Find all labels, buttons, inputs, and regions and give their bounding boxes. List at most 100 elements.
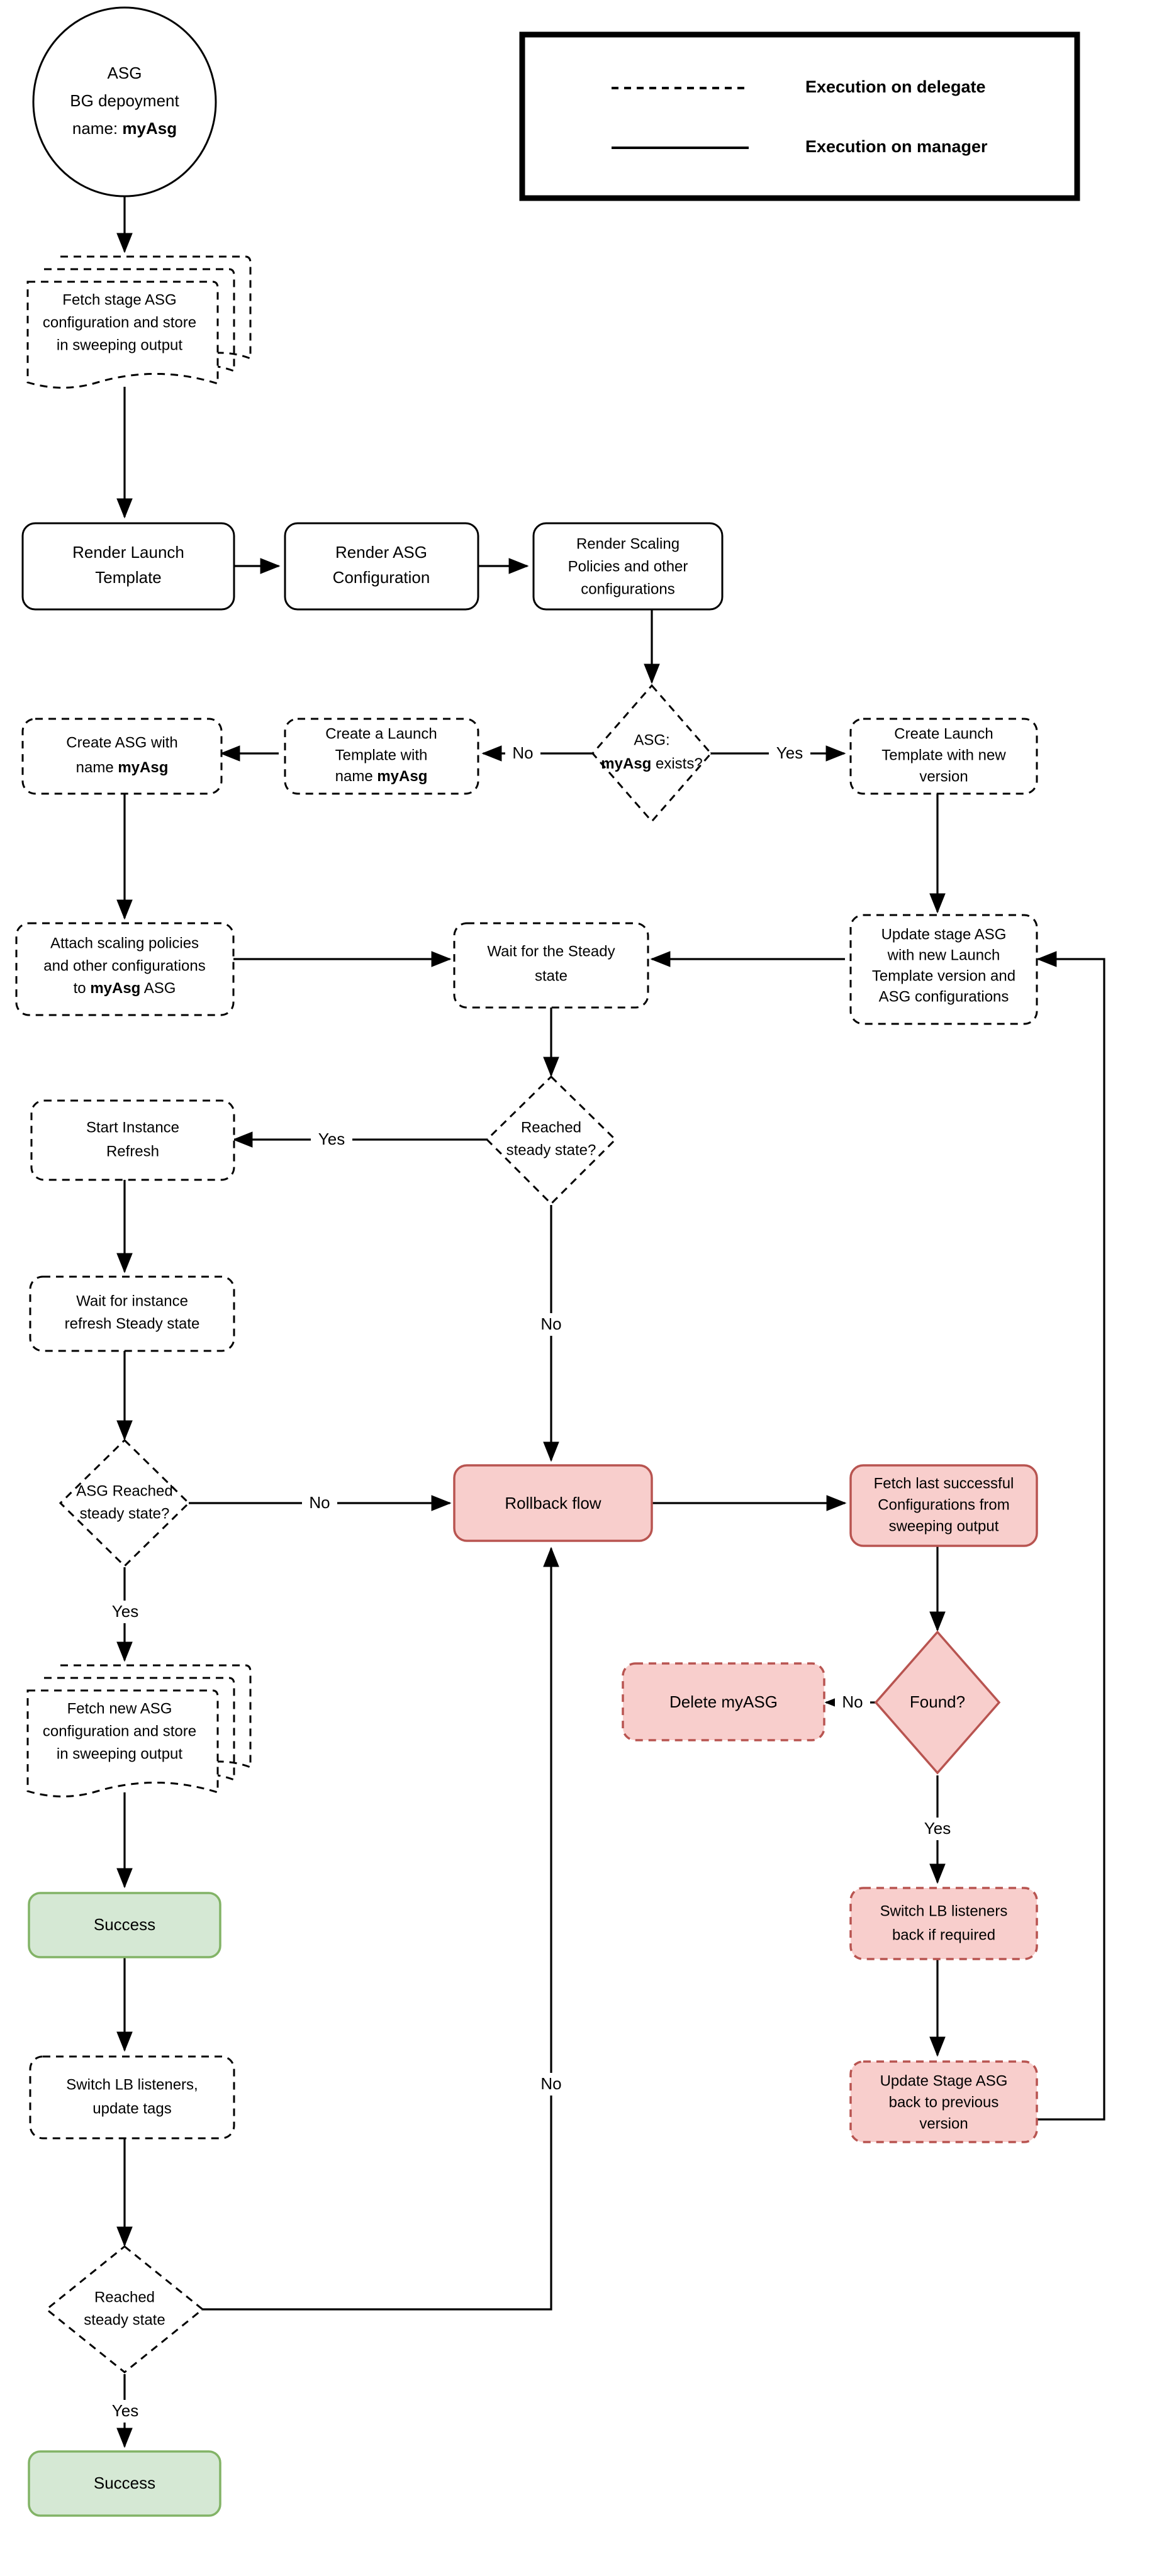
create-lt-name-line3-prefix: name xyxy=(335,768,377,785)
wait-refresh-line2: refresh Steady state xyxy=(65,1315,200,1332)
node-success-bottom[interactable]: Success xyxy=(28,2450,221,2517)
node-fetch-last-successful-config[interactable]: Fetch last successful Configurations fro… xyxy=(849,1464,1038,1547)
reached-bottom-line1: Reached xyxy=(94,2289,155,2306)
node-create-launch-template-new-version[interactable]: Create Launch Template with new version xyxy=(849,718,1038,795)
reached-steady-line1: Reached xyxy=(521,1119,581,1136)
create-asg-line1: Create ASG with xyxy=(66,734,177,751)
node-update-stage-asg[interactable]: Update stage ASG with new Launch Templat… xyxy=(849,914,1038,1025)
start-ellipse[interactable] xyxy=(32,6,217,197)
fetch-new-doc-front[interactable] xyxy=(26,1689,219,1797)
node-render-scaling-policies[interactable]: Render Scaling Policies and other config… xyxy=(532,522,724,611)
node-asg-reached-steady-state-decision[interactable]: ASG Reached steady state? xyxy=(59,1438,191,1568)
asg-exists-diamond[interactable] xyxy=(591,684,712,823)
success-top-box[interactable] xyxy=(28,1892,221,1958)
switch-lb-back-line2: back if required xyxy=(892,1926,995,1943)
create-lt-name-line2: Template with xyxy=(335,747,428,763)
update-stage-line2: with new Launch xyxy=(887,947,1000,963)
asg-reached-steady-diamond[interactable] xyxy=(59,1438,191,1568)
attach-scaling-box[interactable] xyxy=(15,922,235,1016)
node-start-instance-refresh[interactable]: Start Instance Refresh xyxy=(30,1099,235,1181)
legend-manager-label: Execution on manager xyxy=(805,137,988,156)
fetch-last-successful-box[interactable] xyxy=(849,1464,1038,1547)
node-reached-steady-state-decision[interactable]: Reached steady state? xyxy=(485,1075,617,1206)
update-stage-prev-box[interactable] xyxy=(849,2060,1038,2143)
create-lt-name-line3: name myAsg xyxy=(335,768,428,785)
create-lt-new-line1: Create Launch xyxy=(894,725,993,742)
create-lt-name-box[interactable] xyxy=(284,718,479,795)
edge-labels-layer: No Yes Yes No No Yes No Yes No Yes xyxy=(104,742,958,2423)
node-create-asg[interactable]: Create ASG with name myAsg xyxy=(21,718,223,795)
legend-border xyxy=(519,31,1080,201)
node-fetch-new-asg-config[interactable]: Fetch new ASG configuration and store in… xyxy=(26,1664,252,1797)
edge-label-no-found: No xyxy=(842,1692,863,1711)
create-asg-box[interactable] xyxy=(21,718,223,795)
node-fetch-stage-asg[interactable]: Fetch stage ASG configuration and store … xyxy=(26,255,252,389)
delete-myasg-box[interactable] xyxy=(622,1662,825,1741)
render-asg-config-box[interactable] xyxy=(284,522,479,611)
reached-steady-bottom-diamond[interactable] xyxy=(45,2245,204,2373)
rollback-flow-box[interactable] xyxy=(453,1464,653,1542)
edge-label-yes-reached-steady: Yes xyxy=(318,1130,345,1148)
fetch-stage-line1: Fetch stage ASG xyxy=(62,291,176,308)
start-line1: ASG xyxy=(108,64,142,82)
asg-exists-line2: myAsg exists? xyxy=(601,755,702,772)
update-stage-line4: ASG configurations xyxy=(879,988,1009,1005)
fetch-stage-doc-front[interactable] xyxy=(26,280,219,389)
edge-label-yes-asg-reached: Yes xyxy=(112,1602,138,1621)
start-line2: BG depoyment xyxy=(70,91,179,110)
node-wait-instance-refresh[interactable]: Wait for instance refresh Steady state xyxy=(29,1275,235,1352)
success-top-label: Success xyxy=(94,1915,155,1934)
node-asg-exists-decision[interactable]: ASG: myAsg exists? xyxy=(591,684,712,823)
create-lt-name-line1: Create a Launch xyxy=(325,725,437,742)
node-wait-for-steady-state[interactable]: Wait for the Steady state xyxy=(453,922,649,1009)
switch-lb-back-box[interactable] xyxy=(849,1887,1038,1960)
fetch-last-line1: Fetch last successful xyxy=(874,1475,1014,1492)
render-lt-line2: Template xyxy=(95,568,162,587)
create-asg-line2-bold: myAsg xyxy=(118,759,168,776)
switch-lb-update-tags-box[interactable] xyxy=(29,2055,235,2140)
found-diamond[interactable] xyxy=(874,1630,1001,1775)
switch-lb-tags-line1: Switch LB listeners, xyxy=(66,2076,198,2093)
start-line3-prefix: name: xyxy=(72,119,123,138)
delete-myasg-label: Delete myASG xyxy=(669,1692,778,1711)
attach-line3-bold: myAsg xyxy=(90,980,140,997)
node-rollback-flow[interactable]: Rollback flow xyxy=(453,1464,653,1542)
success-bottom-box[interactable] xyxy=(28,2450,221,2517)
wait-steady-line1: Wait for the Steady xyxy=(487,943,615,960)
reached-steady-diamond[interactable] xyxy=(485,1075,617,1206)
asg-exists-bold: myAsg xyxy=(601,755,651,772)
start-instance-refresh-box[interactable] xyxy=(30,1099,235,1181)
create-lt-new-line2: Template with new xyxy=(881,747,1006,763)
node-render-launch-template[interactable]: Render Launch Template xyxy=(21,522,235,611)
node-found-decision[interactable]: Found? xyxy=(874,1630,1001,1775)
node-render-asg-configuration[interactable]: Render ASG Configuration xyxy=(284,522,479,611)
wait-instance-refresh-box[interactable] xyxy=(29,1275,235,1352)
node-switch-lb-update-tags[interactable]: Switch LB listeners, update tags xyxy=(29,2055,235,2140)
node-update-stage-previous[interactable]: Update Stage ASG back to previous versio… xyxy=(849,2060,1038,2143)
create-asg-line2-prefix: name xyxy=(76,759,118,776)
render-scaling-line2: Policies and other xyxy=(568,558,688,575)
render-scaling-line3: configurations xyxy=(581,580,674,597)
wait-steady-box[interactable] xyxy=(453,922,649,1009)
node-attach-scaling-policies[interactable]: Attach scaling policies and other config… xyxy=(15,922,235,1016)
render-scaling-line1: Render Scaling xyxy=(576,535,679,552)
node-switch-lb-back[interactable]: Switch LB listeners back if required xyxy=(849,1887,1038,1960)
node-reached-steady-state-bottom[interactable]: Reached steady state xyxy=(45,2245,204,2373)
attach-line3-prefix: to xyxy=(74,980,91,997)
render-launch-template-box[interactable] xyxy=(21,522,235,611)
create-lt-new-box[interactable] xyxy=(849,718,1038,795)
render-asg-line1: Render ASG xyxy=(335,543,427,562)
node-create-launch-template-name[interactable]: Create a Launch Template with name myAsg xyxy=(284,718,479,795)
update-stage-line3: Template version and xyxy=(872,967,1015,984)
node-delete-myasg[interactable]: Delete myASG xyxy=(622,1662,825,1741)
render-scaling-box[interactable] xyxy=(532,522,724,611)
refresh-line1: Start Instance xyxy=(86,1119,179,1136)
node-start[interactable]: ASG BG depoyment name: myAsg xyxy=(32,6,217,197)
update-stage-asg-box[interactable] xyxy=(849,914,1038,1025)
wait-steady-line2: state xyxy=(535,967,568,984)
refresh-line2: Refresh xyxy=(106,1143,159,1160)
edge-reachedbottom-no-to-rollback xyxy=(201,1546,559,2311)
node-success-top[interactable]: Success xyxy=(28,1892,221,1958)
fetch-new-line3: in sweeping output xyxy=(57,1745,182,1762)
